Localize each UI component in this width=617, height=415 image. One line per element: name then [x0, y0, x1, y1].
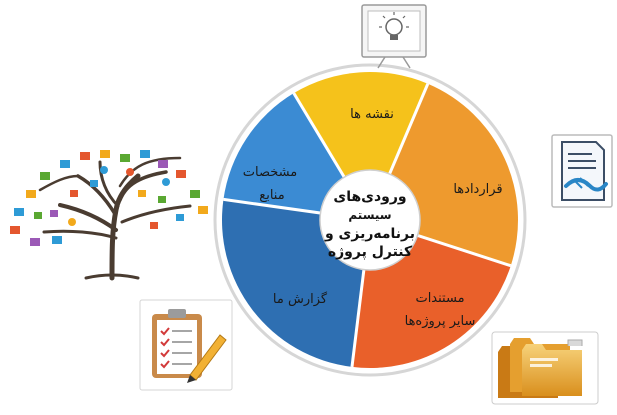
segment-maps — [293, 72, 428, 220]
segment-label-reports: گزارش ما — [273, 291, 328, 307]
clipboard-checklist-icon — [139, 299, 233, 391]
segment-label-resources-line-1: مشخصات — [243, 165, 297, 180]
segment-label-resources-line-2: منابع — [259, 188, 284, 203]
center-title-line-4: کنترل پروژه — [328, 244, 413, 260]
segment-label-maps: نقشه ها — [350, 107, 394, 122]
center-hub — [319, 169, 421, 271]
folders-icon — [491, 331, 599, 405]
contract-handshake-icon — [551, 134, 613, 208]
presentation-board-icon — [361, 4, 427, 69]
network-tree-icon — [10, 150, 208, 281]
center-title-line-1: ورودی‌های — [333, 189, 406, 205]
segment-label-documents-line-1: مستندات — [415, 291, 464, 306]
segment-label-contracts: قراردادها — [453, 182, 502, 197]
segment-label-documents-line-2: سایر پروژه‌ها — [405, 314, 476, 329]
center-title-line-3: برنامه‌ریزی و — [324, 226, 415, 242]
center-title-line-2: سیستم — [348, 208, 391, 222]
